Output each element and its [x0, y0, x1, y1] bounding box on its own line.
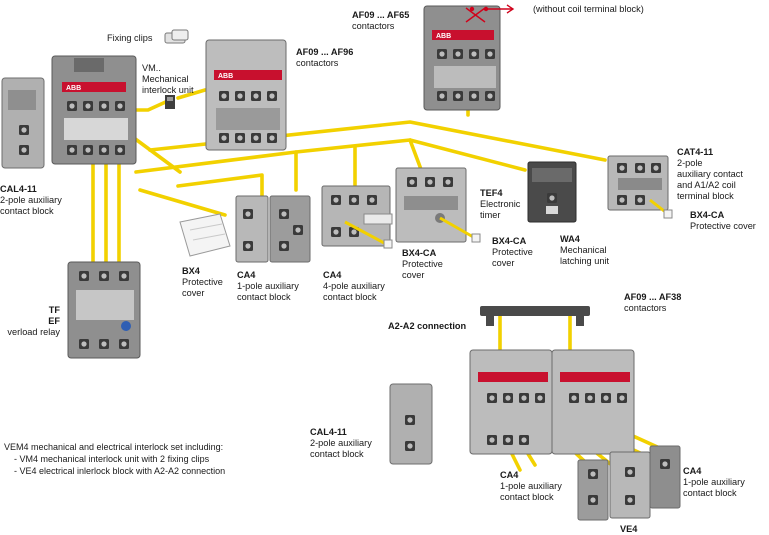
note-item: - VE4 electrical inlerlock block with A2…	[14, 466, 226, 476]
label-af65-note: (without coil terminal block)	[533, 4, 644, 14]
connector-line	[176, 88, 207, 100]
abb-logo-icon: ABB	[436, 33, 451, 40]
abb-logo-icon: ABB	[66, 85, 81, 92]
label-fixing-clips: Fixing clips	[107, 33, 153, 43]
ca4-4-pole-block	[321, 185, 393, 249]
fixing-clips	[164, 29, 189, 44]
note-heading: VEM4 mechanical and electrical interlock…	[4, 442, 224, 452]
connector-line	[134, 98, 172, 112]
vem4-note: VEM4 mechanical and electrical interlock…	[4, 441, 225, 477]
cat4-11-block	[607, 155, 673, 219]
cal4-11-block-bottom	[389, 383, 433, 465]
af09-af65-contactor: ABB	[423, 4, 515, 111]
tef4-electronic-timer	[395, 167, 481, 243]
vm-mechanical-interlock	[165, 95, 175, 109]
brand-stripe	[62, 82, 126, 92]
label-a2a2: A2-A2 connection	[388, 321, 467, 331]
connector-line	[176, 173, 264, 202]
note-item: - VM4 mechanical interlock unit with 2 f…	[14, 454, 210, 464]
label-ve4: VE4	[620, 524, 638, 534]
bx4-protective-cover	[179, 213, 231, 257]
af09-af38-contactor-pair	[469, 349, 635, 455]
ca4-1-pole-blocks	[235, 195, 311, 263]
wa4-mechanical-latching-unit	[527, 161, 577, 223]
ve4-and-ca4-blocks	[577, 445, 681, 521]
main-contactor-assembly: ABB	[1, 55, 137, 169]
overload-relay	[67, 261, 141, 359]
af09-af96-contactor: ABB	[205, 39, 287, 151]
abb-logo-icon: ABB	[218, 73, 233, 80]
connector-line	[138, 188, 227, 217]
a2-a2-connection	[480, 306, 590, 326]
